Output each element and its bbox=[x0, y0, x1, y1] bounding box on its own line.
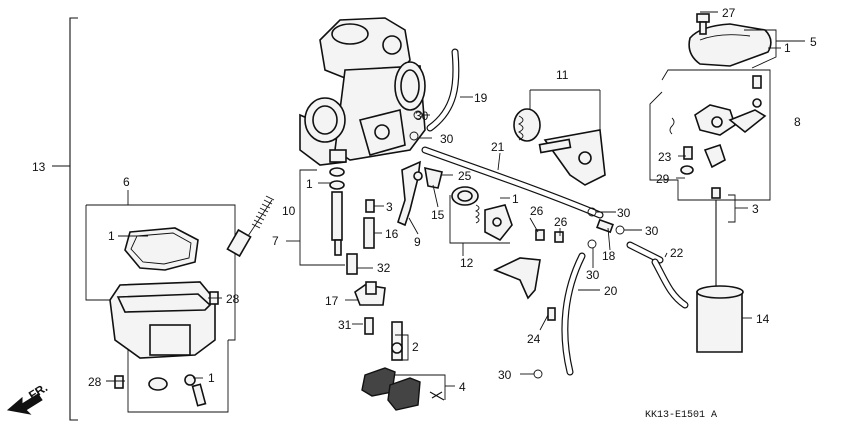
assembly-7-bracket bbox=[286, 169, 345, 266]
callout-25: 25 bbox=[458, 169, 472, 183]
callout-7: 7 bbox=[272, 234, 279, 248]
cover-sleeve bbox=[696, 285, 744, 353]
callout-1-gasket: 1 bbox=[108, 229, 115, 243]
bowl-gasket bbox=[124, 227, 199, 271]
assembly-2-bracket bbox=[395, 334, 409, 361]
assembly-5-bracket bbox=[744, 29, 805, 69]
hose-clips-30 bbox=[409, 110, 625, 379]
callout-4: 4 bbox=[459, 380, 466, 394]
float-bowl bbox=[109, 281, 219, 359]
needle-rod bbox=[711, 187, 721, 290]
callout-3-jet: 3 bbox=[386, 200, 393, 214]
leader-lines bbox=[106, 11, 781, 382]
callout-10: 10 bbox=[282, 204, 296, 218]
callout-13: 13 bbox=[32, 160, 46, 174]
callout-15: 15 bbox=[431, 208, 445, 222]
top-cover-assembly bbox=[688, 13, 772, 67]
mount-rubbers bbox=[361, 367, 445, 411]
hose-22 bbox=[626, 241, 689, 309]
callout-31: 31 bbox=[338, 318, 352, 332]
throttle-drum-assembly bbox=[513, 89, 606, 186]
callout-26-left: 26 bbox=[530, 204, 544, 218]
throttle-linkage-parts bbox=[669, 75, 767, 175]
callout-19: 19 bbox=[474, 91, 488, 105]
callout-12: 12 bbox=[460, 256, 474, 270]
callout-20: 20 bbox=[604, 284, 618, 298]
callout-28-upper: 28 bbox=[226, 292, 240, 306]
callout-30-lower-left: 30 bbox=[498, 368, 512, 382]
callout-21: 21 bbox=[491, 140, 505, 154]
callout-29: 29 bbox=[656, 172, 670, 186]
callout-18: 18 bbox=[602, 249, 616, 263]
callout-30-mid: 30 bbox=[440, 132, 454, 146]
callout-9: 9 bbox=[414, 235, 421, 249]
callout-8: 8 bbox=[794, 115, 801, 129]
callout-5: 5 bbox=[810, 35, 817, 49]
choke-lever-parts bbox=[397, 160, 443, 227]
callout-16: 16 bbox=[385, 227, 399, 241]
callout-23: 23 bbox=[658, 150, 672, 164]
callout-1-pump: 1 bbox=[512, 192, 519, 206]
callout-1-drain: 1 bbox=[208, 371, 215, 385]
callout-14: 14 bbox=[756, 312, 770, 326]
jet-needle-parts bbox=[329, 167, 375, 275]
front-direction-arrow: FR. bbox=[6, 380, 50, 415]
callout-26-right: 26 bbox=[554, 215, 568, 229]
callout-30-top: 30 bbox=[415, 109, 429, 123]
callout-30-right-lower: 30 bbox=[645, 224, 659, 238]
assembly-12-bracket bbox=[449, 195, 510, 256]
bowl-drain-parts bbox=[114, 374, 207, 407]
callout-labels: 13 6 1 28 28 1 10 7 1 3 16 32 17 31 2 4 … bbox=[32, 6, 817, 394]
assembly-4-bracket bbox=[395, 374, 455, 400]
hose-21 bbox=[421, 146, 604, 219]
callout-2: 2 bbox=[412, 340, 419, 354]
pilot-screw bbox=[226, 195, 275, 258]
callout-27: 27 bbox=[722, 6, 736, 20]
assembly-6-bracket bbox=[85, 190, 236, 413]
callout-11: 11 bbox=[556, 68, 569, 82]
callout-32: 32 bbox=[377, 261, 391, 275]
callout-30-right-upper: 30 bbox=[617, 206, 631, 220]
carburetor-body bbox=[299, 17, 426, 166]
assembly-8-bracket bbox=[649, 69, 771, 201]
callout-6: 6 bbox=[123, 175, 130, 189]
accelerator-pump-parts bbox=[451, 186, 513, 242]
diagram-code: KK13-E1501 A bbox=[645, 410, 717, 421]
holder-and-solenoid-parts bbox=[354, 281, 403, 361]
callout-24: 24 bbox=[527, 332, 541, 346]
callout-17: 17 bbox=[325, 294, 339, 308]
hose-20 bbox=[561, 252, 586, 376]
assembly-13-bracket bbox=[52, 17, 78, 421]
hose-19 bbox=[426, 48, 460, 132]
callout-30-bottom: 30 bbox=[586, 268, 600, 282]
callout-3-rod: 3 bbox=[752, 202, 759, 216]
callout-22: 22 bbox=[670, 246, 684, 260]
callout-1-cover: 1 bbox=[784, 41, 791, 55]
assembly-3-bracket bbox=[728, 194, 748, 223]
callout-1-needle: 1 bbox=[306, 177, 313, 191]
callout-28-lower: 28 bbox=[88, 375, 102, 389]
fitting-and-bolt-parts bbox=[493, 218, 614, 321]
